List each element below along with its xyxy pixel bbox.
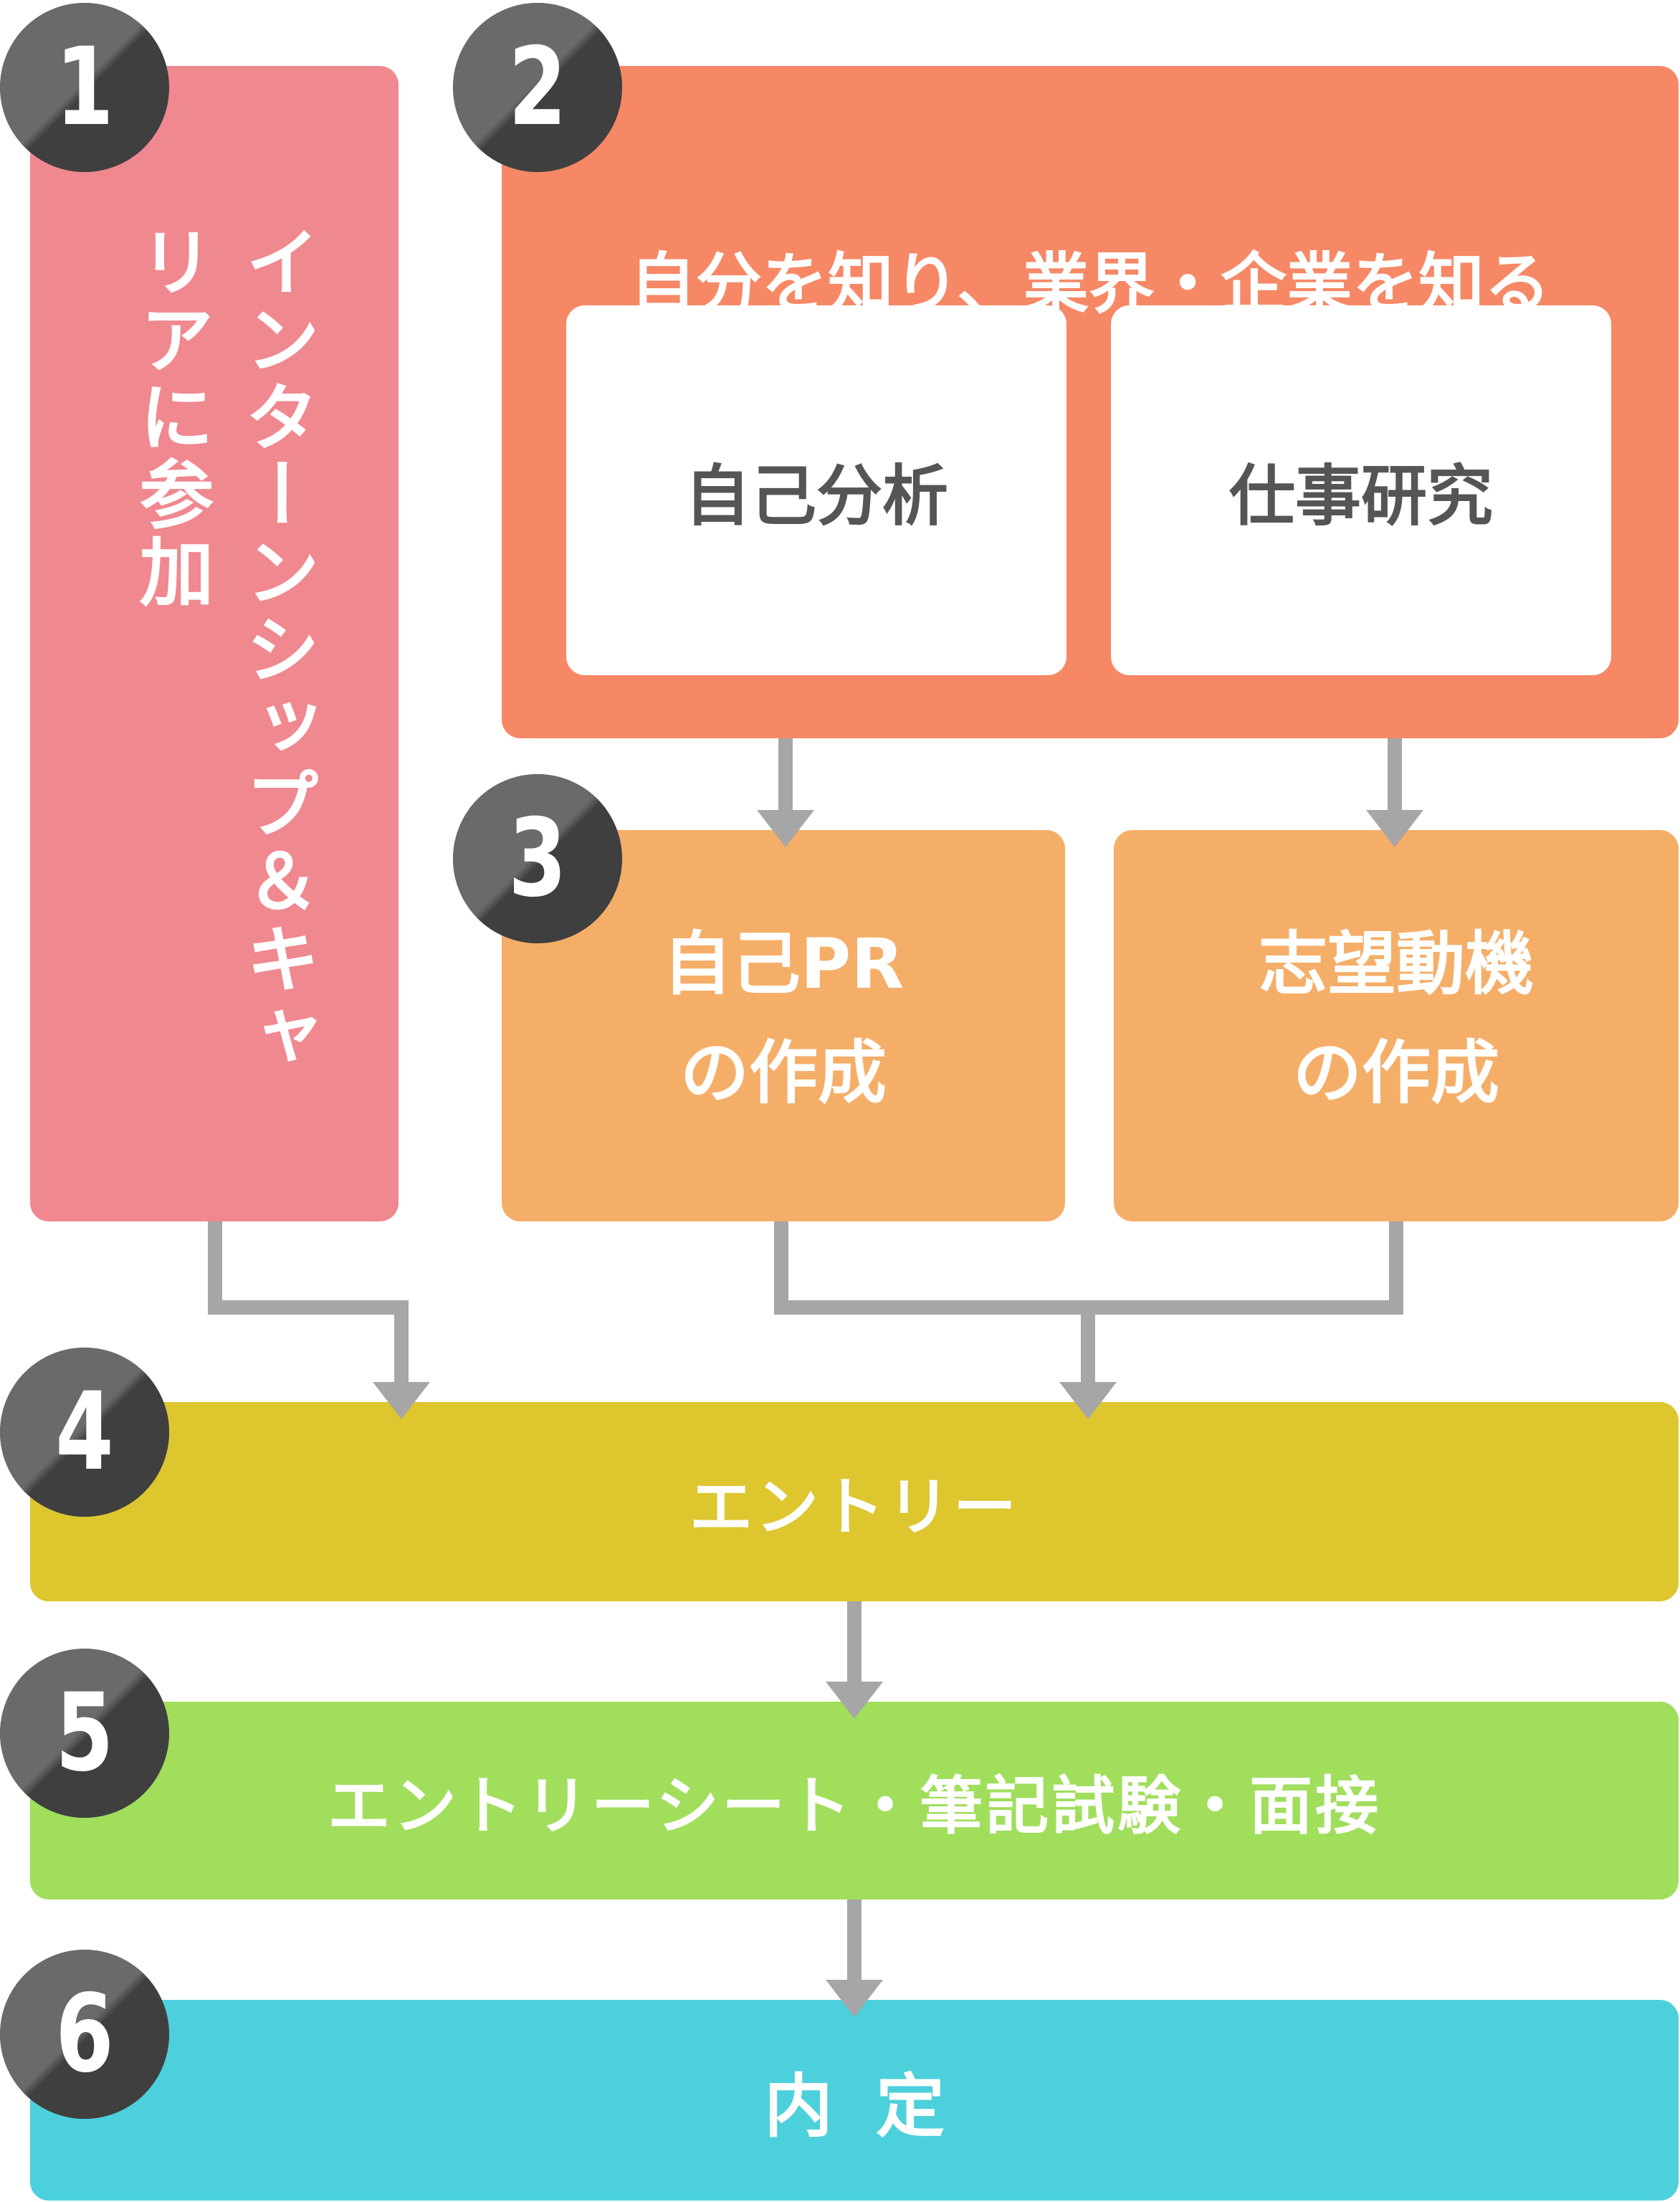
badge-2-number: 2: [508, 25, 567, 150]
step1-label: インターンシップ＆キャリアに参加: [126, 224, 320, 1075]
self-pr-line2: の作成: [680, 1033, 887, 1113]
arrowhead: [1366, 810, 1423, 847]
step5-label: エントリーシート・筆記試験・面接: [327, 1768, 1382, 1843]
card-job-research: 仕事研究: [1111, 305, 1611, 675]
step6-offer-bar: 内定: [30, 2000, 1679, 2201]
step-number-badge-4: 4: [0, 1348, 169, 1517]
step6-label: 内定: [764, 2066, 988, 2147]
step4-entry-bar: エントリー: [30, 1402, 1679, 1601]
card-job-research-label: 仕事研究: [1228, 457, 1493, 535]
motivation-line1: 志望動機: [1259, 924, 1534, 1004]
arrowhead: [757, 810, 814, 847]
step-number-badge-5: 5: [0, 1649, 169, 1818]
step1-internship-box: インターンシップ＆キャリアに参加: [30, 66, 398, 1221]
step4-label: エントリー: [689, 1469, 1019, 1544]
badge-4-number: 4: [55, 1370, 114, 1495]
connector-step1-to-entry: [208, 1221, 409, 1391]
arrowhead: [373, 1382, 430, 1419]
step-number-badge-3: 3: [453, 774, 622, 943]
step3-motivation-box: 志望動機 の作成: [1114, 830, 1679, 1221]
arrowhead: [826, 1682, 883, 1719]
step5-selection-bar: エントリーシート・筆記試験・面接: [30, 1702, 1679, 1900]
arrowhead: [1059, 1382, 1117, 1419]
motivation-line2: の作成: [1293, 1033, 1499, 1113]
badge-3-number: 3: [508, 796, 567, 921]
step-number-badge-6: 6: [0, 1950, 169, 2119]
card-self-analysis-label: 自己分析: [684, 457, 948, 535]
badge-1-number: 1: [55, 25, 114, 150]
step-number-badge-2: 2: [453, 3, 622, 172]
badge-6-number: 6: [55, 1972, 114, 2097]
badge-5-number: 5: [55, 1671, 114, 1796]
step-number-badge-1: 1: [0, 3, 169, 172]
connector-step3-merge: [774, 1221, 1403, 1315]
arrowhead: [826, 1980, 883, 2017]
card-self-analysis: 自己分析: [566, 305, 1066, 675]
self-pr-line1: 自己PR: [662, 924, 905, 1004]
